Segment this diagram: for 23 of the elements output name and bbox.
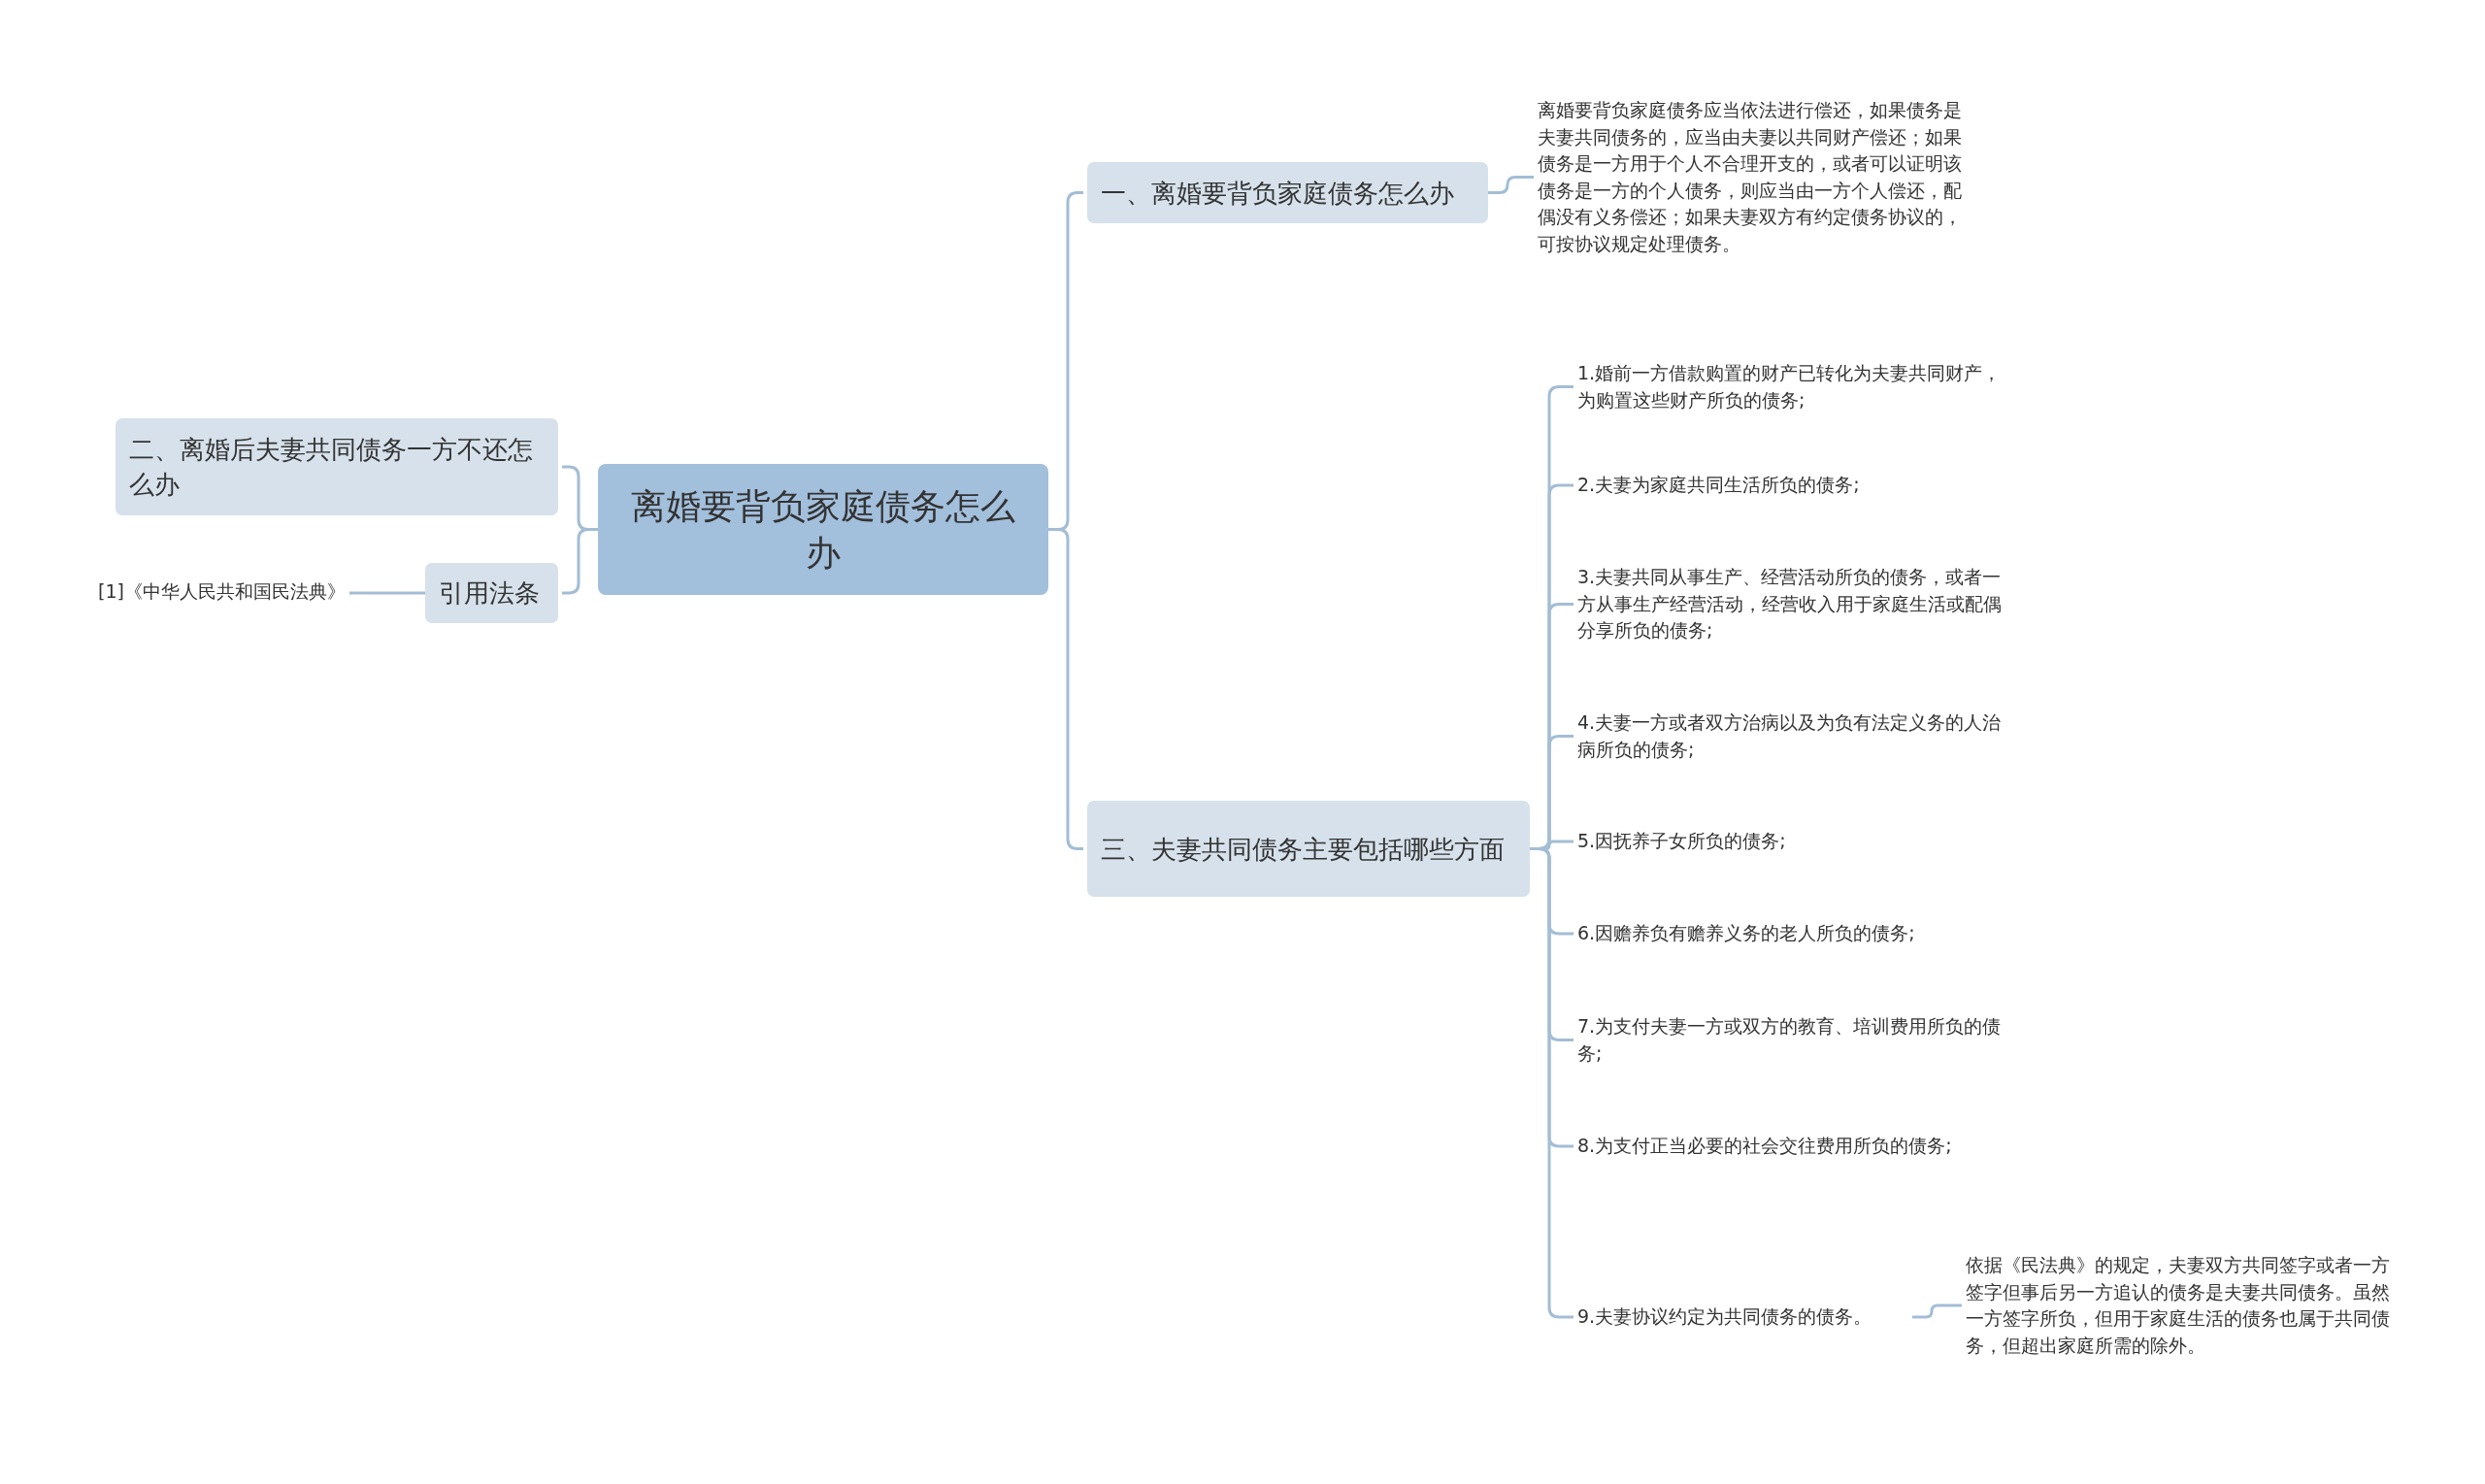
topic-box: 二、离婚后夫妻共同债务一方不还怎么办 <box>116 418 558 515</box>
list-item: 5.因抚养子女所负的债务; <box>1577 828 2009 855</box>
connector-line <box>1048 528 1083 850</box>
connector-line <box>562 528 598 595</box>
connector-line <box>1912 1303 1962 1319</box>
citation-text: [1]《中华人民共和国民法典》 <box>98 578 346 606</box>
topic-box: 一、离婚要背负家庭债务怎么办 <box>1087 162 1488 223</box>
topic-box: 引用法条 <box>425 563 558 623</box>
central-topic-box: 离婚要背负家庭债务怎么办 <box>598 464 1048 595</box>
topic-box: 三、夫妻共同债务主要包括哪些方面 <box>1087 801 1530 897</box>
connector-line <box>349 591 425 595</box>
connector-line <box>1488 176 1534 194</box>
list-item: 1.婚前一方借款购置的财产已转化为夫妻共同财产，为购置这些财产所负的债务; <box>1577 360 2009 413</box>
list-item: 6.因赡养负有赡养义务的老人所负的债务; <box>1577 920 2009 947</box>
list-item: 4.夫妻一方或者双方治病以及为负有法定义务的人治病所负的债务; <box>1577 709 2009 763</box>
list-item: 8.为支付正当必要的社会交往费用所负的债务; <box>1577 1133 2009 1160</box>
connector-line <box>1530 847 1574 1319</box>
note-text: 离婚要背负家庭债务应当依法进行偿还，如果债务是夫妻共同债务的，应当由夫妻以共同财产偿还；如果债务是一方用于个人不合理开支的，或者可以证明该债务是一方的个人债务，则应当由一方个人偿还，配偶没有义务偿还；如果夫妻双方有约定债务协议的，可按协议规定处理债务。 <box>1538 97 1965 257</box>
list-item: 2.夫妻为家庭共同生活所负的债务; <box>1577 472 2009 499</box>
note-text: 依据《民法典》的规定，夫妻双方共同签字或者一方签字但事后另一方追认的债务是夫妻共同债务。虽然一方签字所负，但用于家庭生活的债务也属于共同债务，但超出家庭所需的除外。 <box>1966 1252 2398 1359</box>
list-item: 7.为支付夫妻一方或双方的教育、培训费用所负的债务; <box>1577 1013 2009 1067</box>
list-item: 9.夫妻协议约定为共同债务的债务。 <box>1577 1303 1912 1331</box>
list-item: 3.夫妻共同从事生产、经营活动所负的债务，或者一方从事生产经营活动，经营收入用于家庭生活或配偶分享所负的债务; <box>1577 564 2009 644</box>
